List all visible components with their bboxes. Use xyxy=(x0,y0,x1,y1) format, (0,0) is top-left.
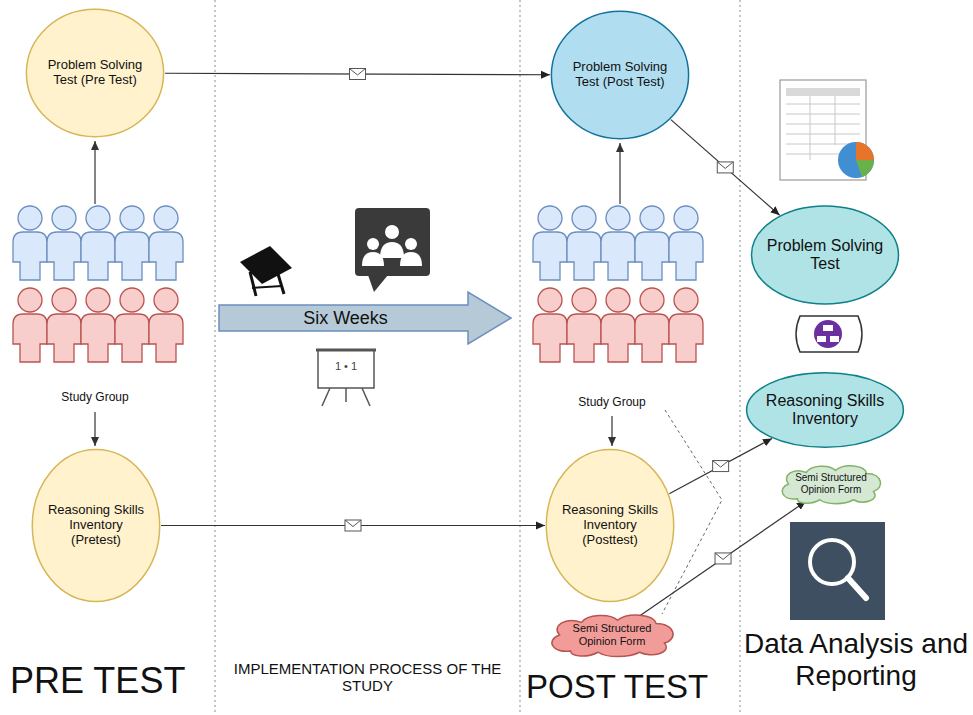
phase-title: Data Analysis and Reporting xyxy=(742,628,970,692)
ellipse-path xyxy=(546,450,673,602)
text-wrap: Reasoning Skills Inventory (Posttest) xyxy=(559,503,660,548)
text-wrap: Six Weeks xyxy=(228,308,463,329)
test-circle: Problem Solving Test (Post Test) xyxy=(550,10,690,140)
node-text: Six Weeks xyxy=(228,308,463,329)
node-text: Semi Structured Opinion Form xyxy=(790,472,873,495)
text-area: Semi Structured Opinion Form xyxy=(561,618,663,653)
envelope-icon xyxy=(345,520,361,531)
text-area: Reasoning Skills Inventory (Pretest) xyxy=(45,470,146,582)
database-icon xyxy=(796,316,862,352)
envelope-icon xyxy=(717,162,733,173)
text-area: Problem Solving Test xyxy=(767,219,884,291)
node-text: Problem Solving Test (Pre Test) xyxy=(40,58,149,88)
ellipse-path xyxy=(26,9,163,136)
test-circle: Problem Solving Test (Pre Test) xyxy=(25,8,165,138)
node-text: Problem Solving Test xyxy=(767,237,884,274)
group-label: Study Group xyxy=(35,391,155,405)
analysis-ellipse: Reasoning Skills Inventory xyxy=(745,372,905,448)
ellipse-path xyxy=(747,373,904,447)
magnifier-icon xyxy=(790,522,885,620)
inventory-ellipse: Reasoning Skills Inventory (Pretest) xyxy=(31,448,161,603)
inventory-ellipse: Reasoning Skills Inventory (Posttest) xyxy=(545,448,675,603)
column-divider xyxy=(215,0,740,715)
text-wrap: Semi Structured Opinion Form xyxy=(790,472,873,495)
ellipse-path xyxy=(752,206,899,304)
node-text: Reasoning Skills Inventory (Posttest) xyxy=(559,503,660,548)
text-wrap: Semi Structured Opinion Form xyxy=(561,622,663,647)
duration-arrow: Six Weeks xyxy=(218,291,513,345)
text-wrap: Reasoning Skills Inventory xyxy=(763,392,888,429)
group-arrow xyxy=(95,141,620,446)
envelope-icon xyxy=(350,69,366,80)
cloud-path xyxy=(782,466,880,504)
opinion-cloud: Semi Structured Opinion Form xyxy=(543,612,681,658)
whiteboard-icon xyxy=(316,350,376,406)
text-area: Problem Solving Test (Post Test) xyxy=(565,28,674,122)
text-area: Six Weeks xyxy=(228,305,463,331)
node-text: Semi Structured Opinion Form xyxy=(561,622,663,647)
phase-title: POST TEST xyxy=(526,668,738,706)
text-area: Semi Structured Opinion Form xyxy=(790,468,873,500)
ellipse-path xyxy=(32,450,159,602)
envelope-icon xyxy=(713,461,729,472)
text-wrap: Problem Solving Test (Post Test) xyxy=(565,60,674,90)
cloud-path xyxy=(552,615,673,656)
ellipse-path xyxy=(551,11,688,138)
spreadsheet-icon xyxy=(780,80,874,180)
node-text: Reasoning Skills Inventory (Pretest) xyxy=(45,503,146,548)
text-area: Problem Solving Test (Pre Test) xyxy=(40,26,149,120)
flow-arrow xyxy=(671,120,780,216)
envelope-icon xyxy=(715,553,731,564)
phase-title: PRE TEST xyxy=(10,660,215,701)
text-area: Reasoning Skills Inventory xyxy=(763,383,888,438)
node-text: Problem Solving Test (Post Test) xyxy=(565,60,674,90)
text-wrap: Problem Solving Test xyxy=(767,237,884,274)
arrow-path xyxy=(219,292,511,344)
text-wrap: Reasoning Skills Inventory (Pretest) xyxy=(45,503,146,548)
flow-arrow xyxy=(669,438,772,493)
study-group-figures xyxy=(533,206,703,362)
board-text: 1 • 1 xyxy=(320,360,372,373)
text-wrap: Problem Solving Test (Pre Test) xyxy=(40,58,149,88)
analysis-circle: Problem Solving Test xyxy=(750,205,900,305)
opinion-cloud: Semi Structured Opinion Form xyxy=(775,463,887,505)
node-text: Reasoning Skills Inventory xyxy=(763,392,888,429)
group-label: Study Group xyxy=(552,396,672,410)
meeting-icon xyxy=(355,208,430,292)
phase-title: IMPLEMENTATION PROCESS OF THE STUDY xyxy=(220,660,515,695)
study-group-figures xyxy=(13,206,183,362)
text-area: Reasoning Skills Inventory (Posttest) xyxy=(559,470,660,582)
desk-icon xyxy=(240,246,292,296)
